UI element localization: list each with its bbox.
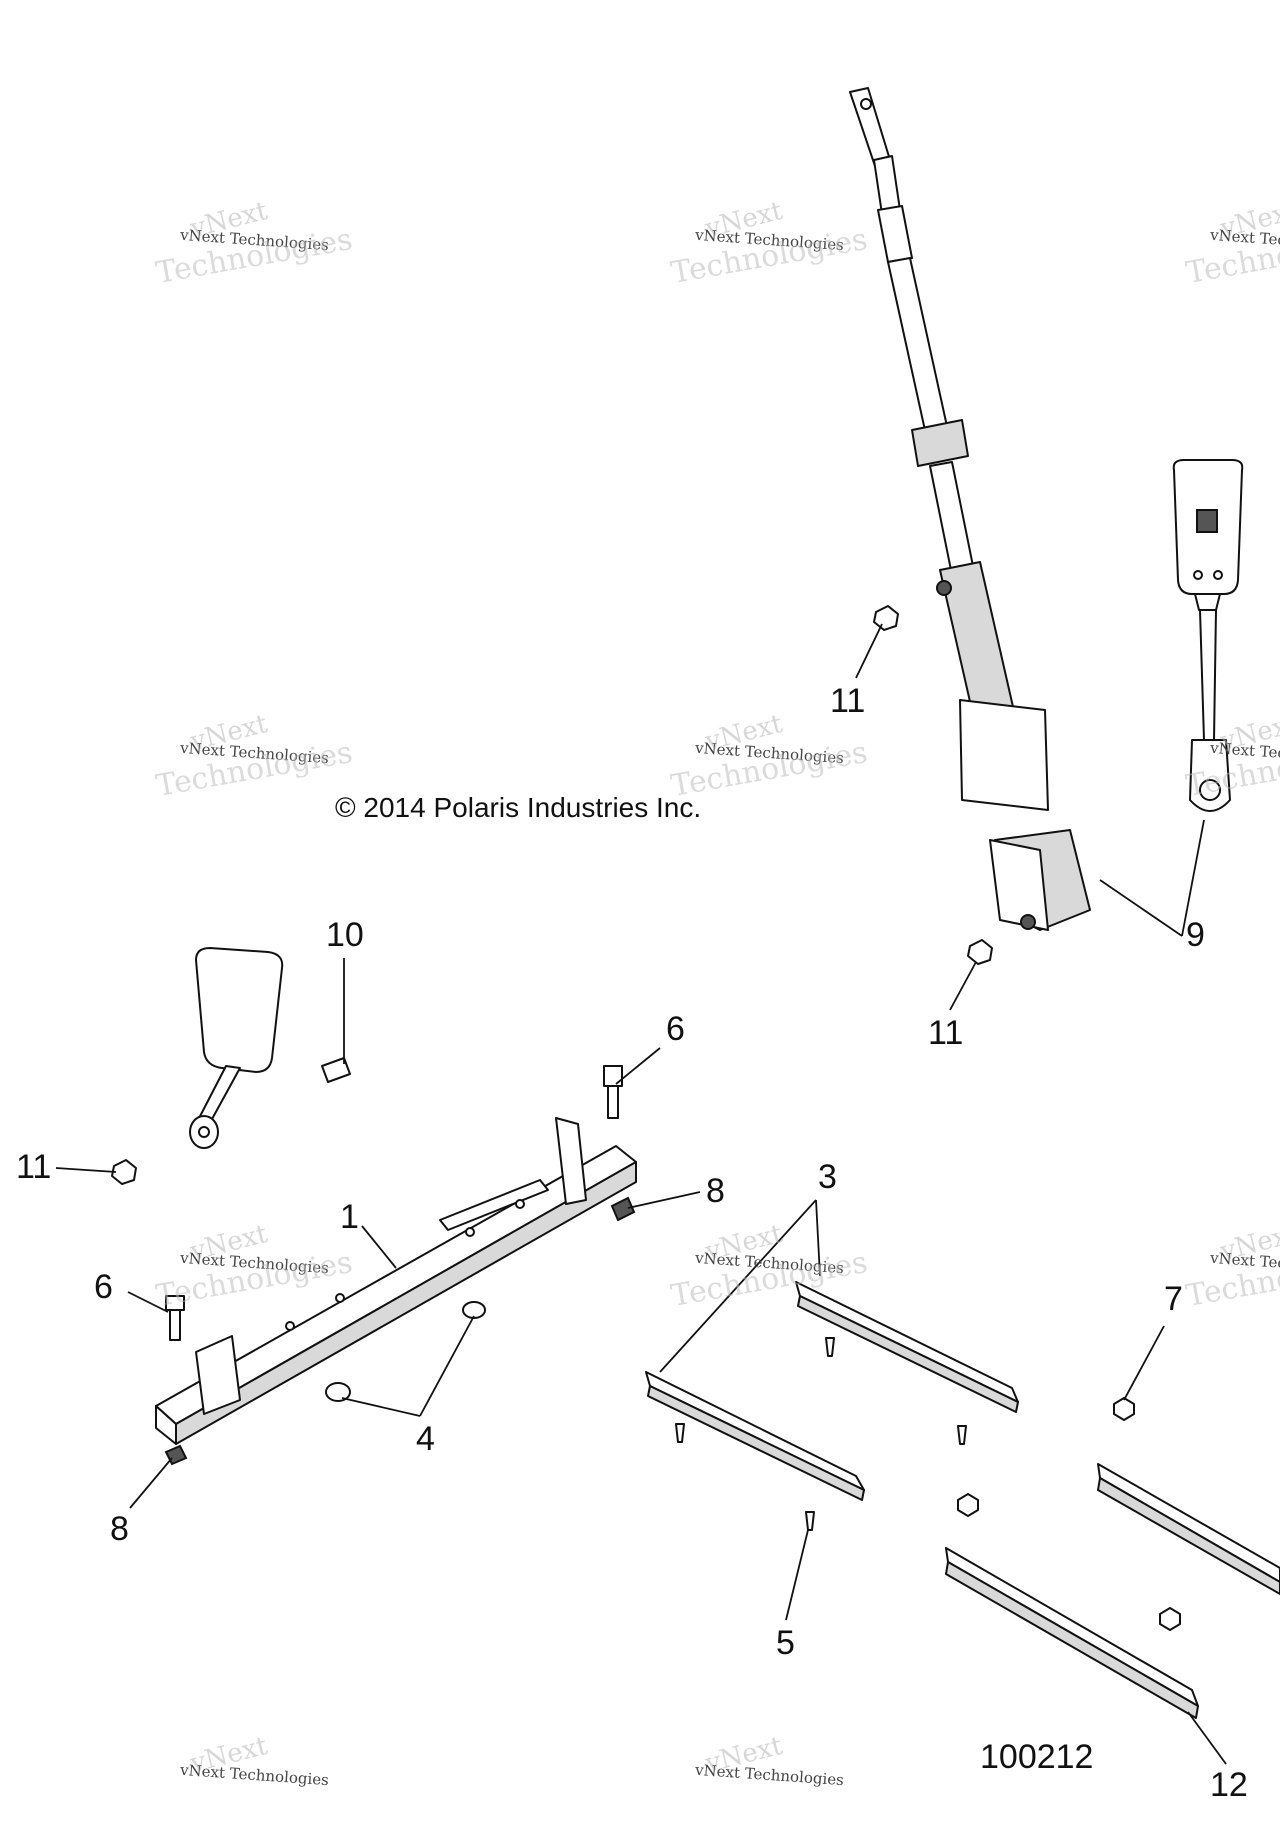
callout-3: 3: [818, 1158, 837, 1196]
callout-6: 6: [666, 1010, 685, 1048]
seat-slide-rails: [645, 1281, 1280, 1719]
callout-9: 9: [1186, 916, 1205, 954]
fasteners: [111, 605, 1181, 1631]
seat-belt-buckle-left: [189, 947, 284, 1149]
callout-11: 11: [928, 1014, 964, 1052]
callout-1: 1: [340, 1198, 359, 1236]
copyright-text: © 2014 Polaris Industries Inc.: [335, 792, 702, 823]
seat-base-tube: [155, 1117, 637, 1445]
callout-6: 6: [94, 1268, 113, 1306]
callout-11: 11: [830, 682, 866, 720]
shoulder-belt-assembly: [849, 87, 1091, 931]
figure-number: 100212: [980, 1738, 1094, 1776]
callout-8: 8: [706, 1172, 725, 1210]
leader-lines: [55, 623, 1227, 1765]
parts-diagram: [55, 87, 1280, 1765]
callout-12: 12: [1210, 1766, 1248, 1804]
callout-10: 10: [326, 916, 364, 954]
callout-8: 8: [110, 1510, 129, 1548]
callout-11: 11: [16, 1148, 52, 1186]
callout-4: 4: [416, 1420, 435, 1458]
callout-5: 5: [776, 1624, 795, 1662]
seat-belt-buckle-right: [1172, 459, 1244, 812]
callout-7: 7: [1164, 1280, 1183, 1318]
